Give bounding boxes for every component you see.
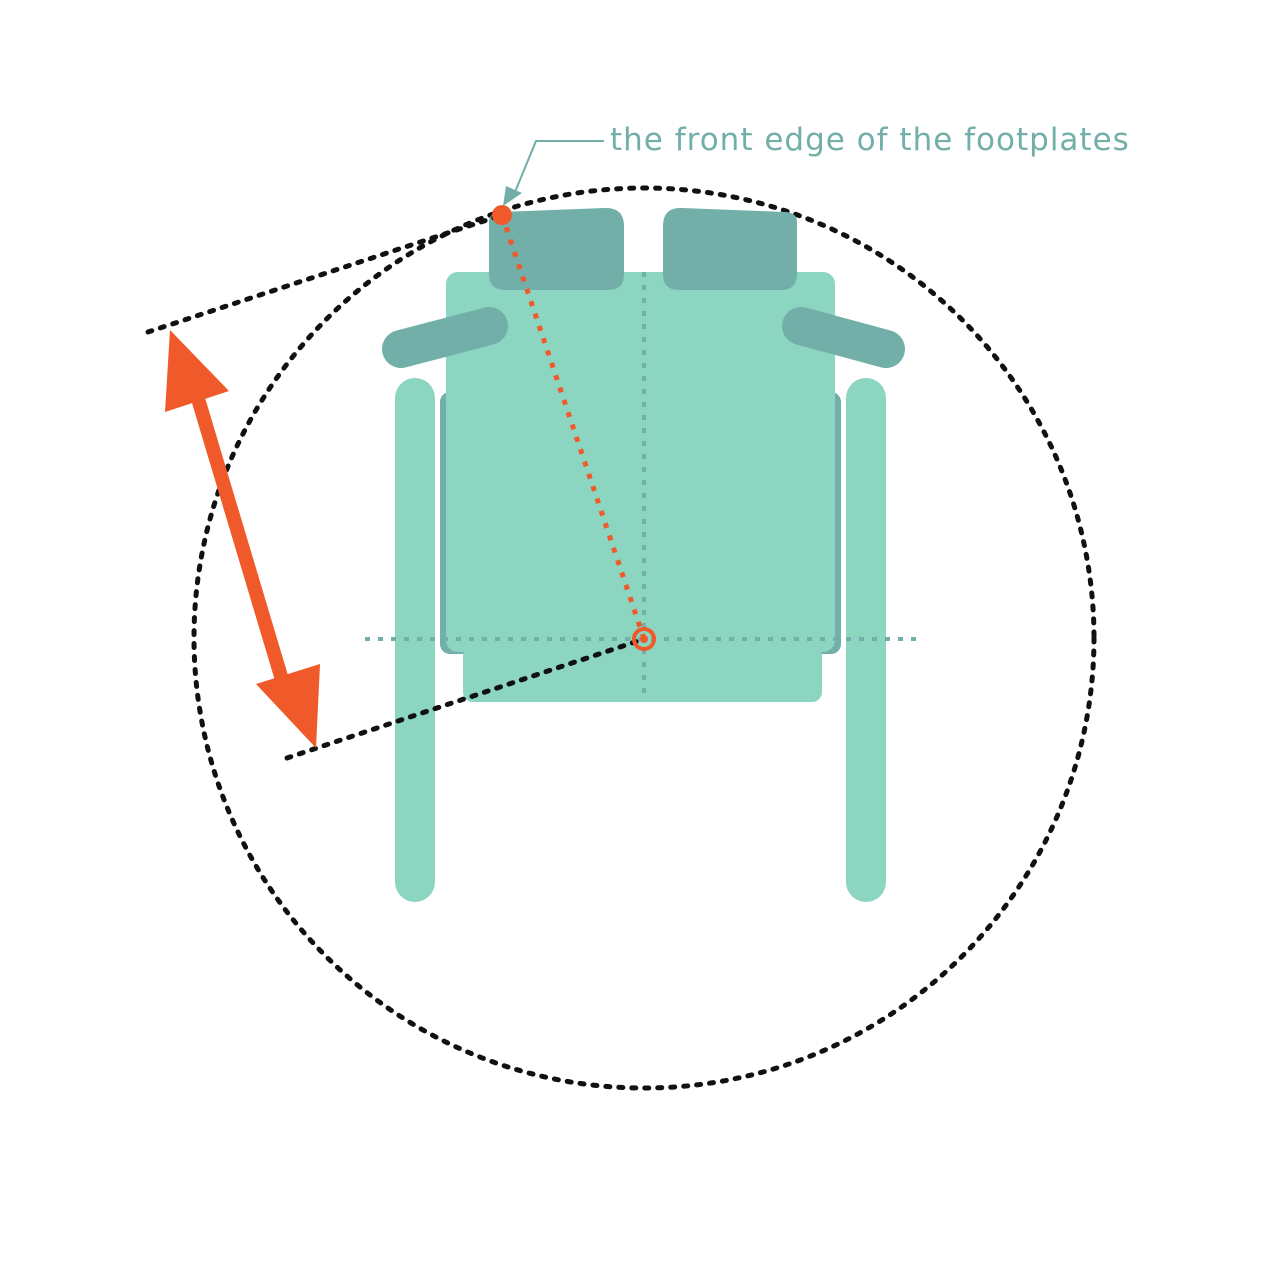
- pivot-center-dot: [640, 635, 648, 643]
- radius-double-arrow: [165, 330, 320, 748]
- left-wheel: [395, 378, 435, 902]
- leader-line: [514, 140, 604, 193]
- arrow-shaft: [189, 389, 290, 686]
- callout-leader: [503, 140, 604, 206]
- backrest: [463, 646, 822, 702]
- arrowhead-bottom: [256, 664, 320, 748]
- wheelchair: [382, 207, 905, 902]
- pivot-center-marker: [632, 627, 656, 651]
- right-footplate: [663, 207, 797, 290]
- turning-circle: [191, 185, 1097, 1091]
- dimension-line-top: [145, 212, 505, 335]
- dimension-line-bottom: [284, 636, 647, 761]
- left-footplate: [489, 207, 624, 290]
- left-armrest: [382, 307, 508, 368]
- right-wheel: [846, 378, 886, 902]
- leader-arrowhead: [503, 186, 522, 206]
- radius-line: [499, 214, 647, 640]
- right-armrest: [782, 307, 905, 368]
- footplate-edge-label: the front edge of the footplates: [610, 122, 1130, 158]
- arrowhead-top: [165, 330, 229, 412]
- footplate-edge-point: [492, 205, 512, 225]
- seat: [446, 272, 835, 652]
